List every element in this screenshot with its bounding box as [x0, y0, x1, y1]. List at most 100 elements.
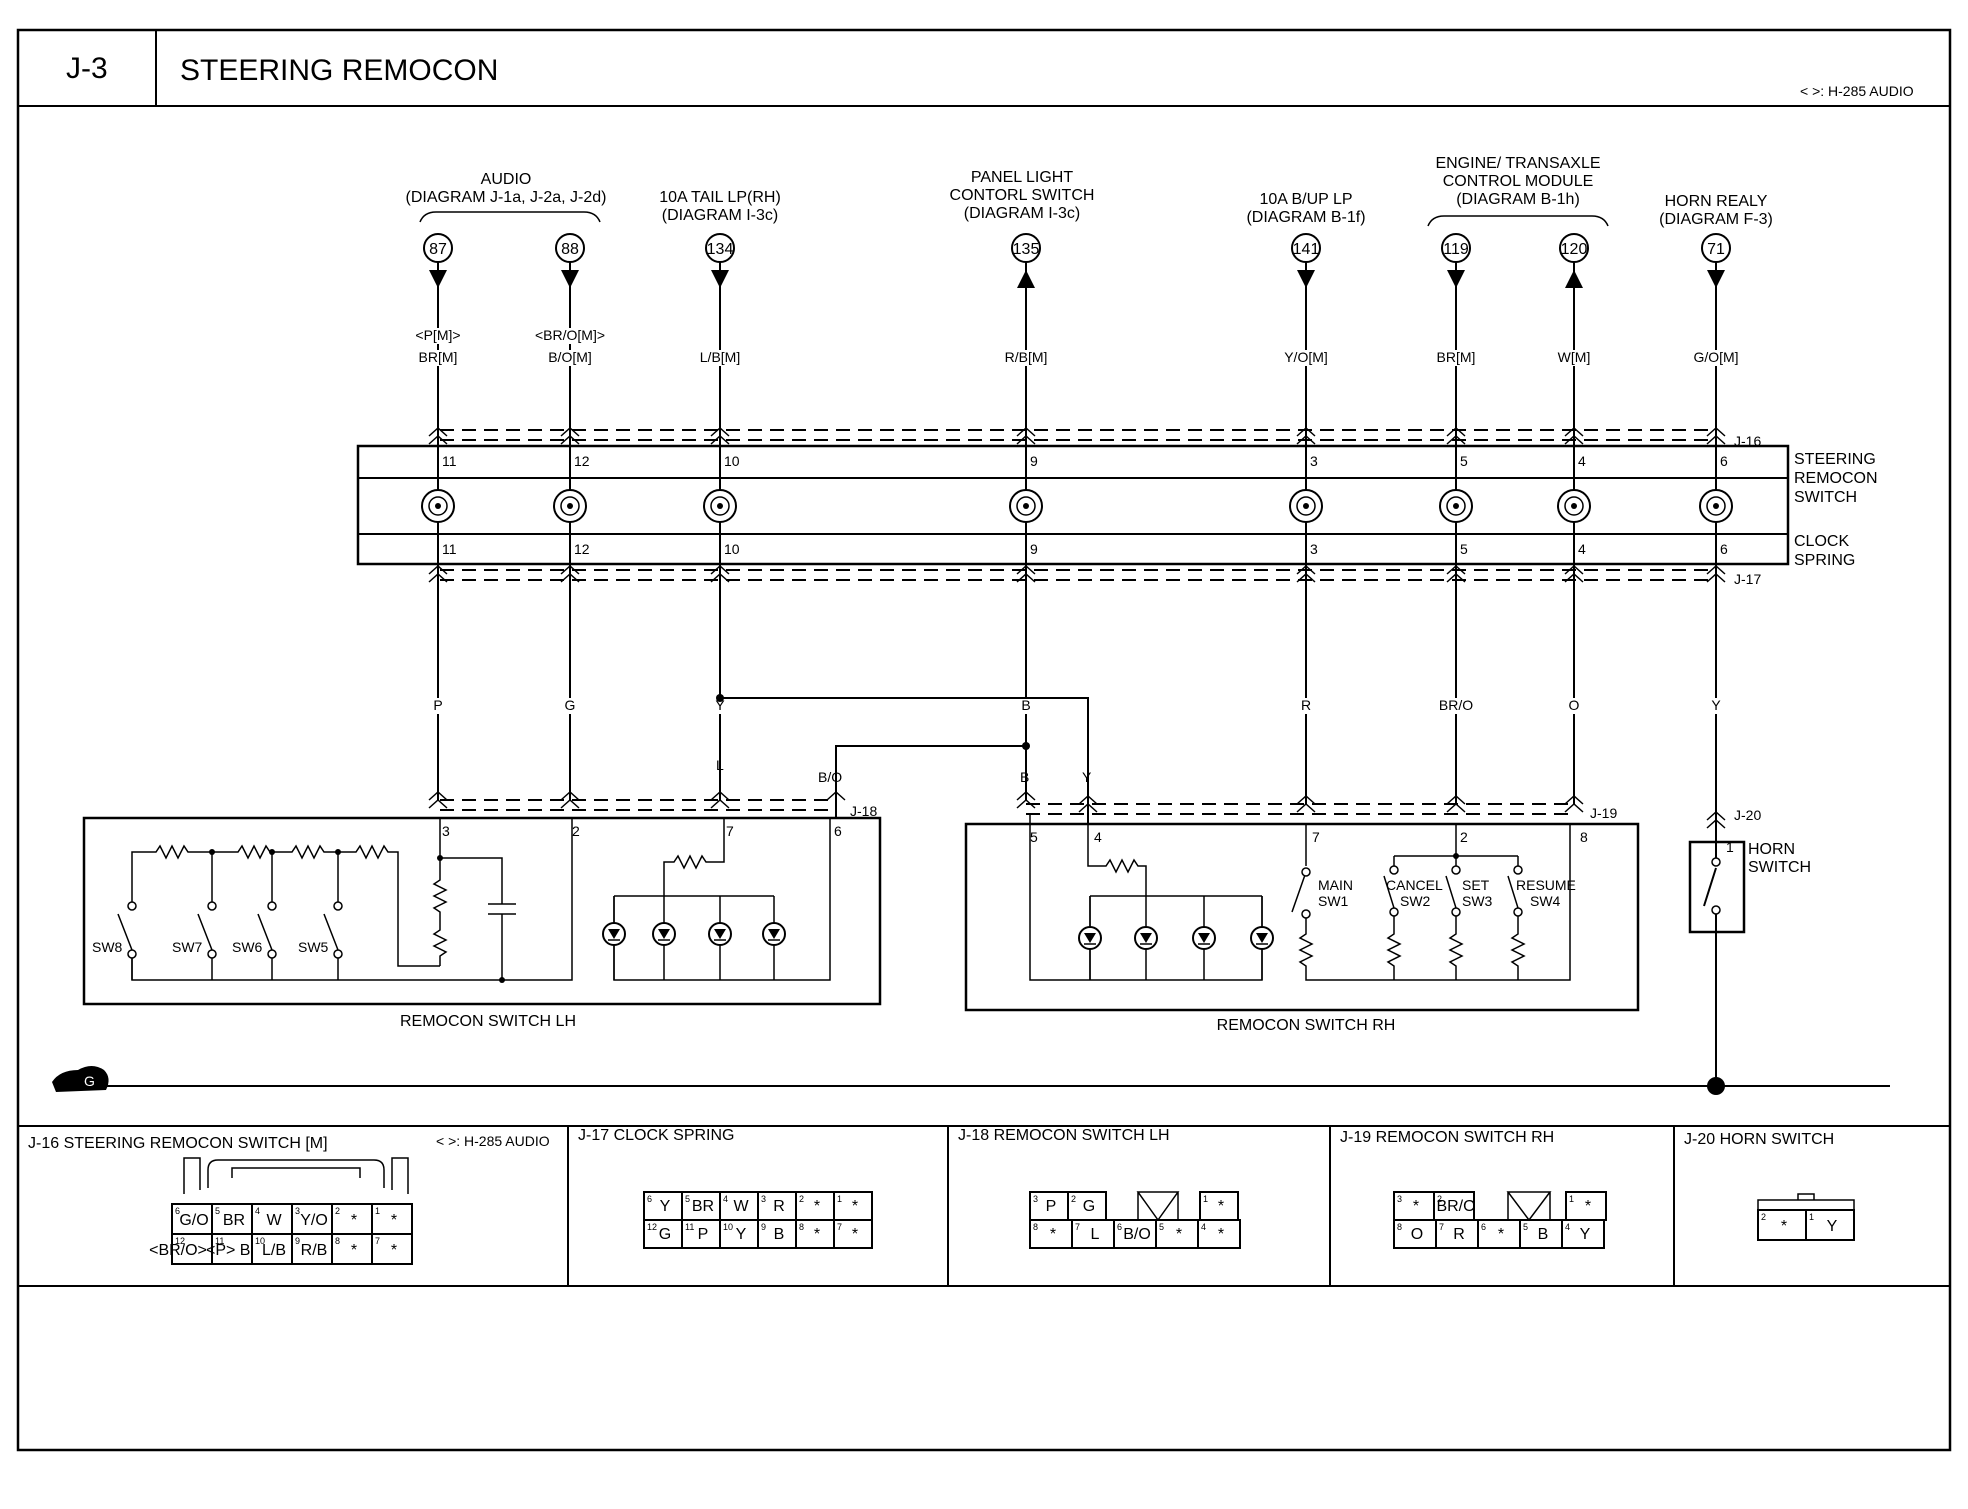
- pin-cell: [331, 1233, 373, 1265]
- label-bg: [696, 350, 744, 366]
- pin-color: BR/O: [1436, 1198, 1475, 1215]
- tail-title: 10A TAIL LP(RH): [659, 189, 781, 206]
- switch-contact: [333, 901, 343, 911]
- terminal-number: 119: [1443, 241, 1469, 258]
- y-branch-wire: [720, 697, 1089, 780]
- pin-num: 2: [799, 1194, 804, 1204]
- pin-num: 7: [837, 1222, 842, 1232]
- pin-color: *: [1781, 1218, 1787, 1235]
- rh-switch-4: [1507, 865, 1526, 980]
- connector-chevron: [1564, 564, 1584, 575]
- coil-inner: [428, 496, 448, 516]
- pin-num: 7: [375, 1236, 380, 1246]
- pin-color: G: [659, 1226, 671, 1243]
- j19-row-1a: 3*2BR/O: [1393, 1191, 1476, 1221]
- j16-housing: [183, 1157, 409, 1194]
- pin-number-upper: 10: [724, 453, 740, 469]
- pin-color: *: [1585, 1198, 1591, 1215]
- rh-multi-node: [1453, 853, 1459, 859]
- wire-label-b-low: B: [1020, 769, 1029, 785]
- wire-label-mid: P: [433, 697, 442, 713]
- diode-icon: [768, 929, 780, 939]
- connector-chevron: [560, 798, 580, 809]
- pin-cell: [681, 1191, 721, 1221]
- label-bg: [1550, 350, 1598, 366]
- switch-contact: [1389, 907, 1399, 917]
- pin-cell: [757, 1219, 797, 1249]
- audio-ref: (DIAGRAM J-1a, J-2a, J-2d): [406, 189, 607, 206]
- label-bg: [538, 328, 602, 344]
- switch-blade: [323, 913, 339, 951]
- lh-resistor-ladder: [131, 844, 440, 967]
- j19-key-icon: [1506, 1191, 1552, 1222]
- connector-chevron: [1296, 426, 1316, 437]
- pin-number-upper: 4: [1578, 453, 1586, 469]
- wire-label-mid: O: [1569, 697, 1580, 713]
- lh-bus-node: [499, 977, 505, 983]
- pin-num: 2: [335, 1206, 340, 1216]
- ground-icon: [52, 1066, 109, 1092]
- switch-blade: [1507, 875, 1519, 909]
- coil-inner: [1446, 496, 1466, 516]
- ground-label: G: [84, 1073, 95, 1089]
- pin-color: *: [391, 1212, 397, 1229]
- pin-number-lower: 3: [1310, 541, 1318, 557]
- label-bg: [548, 698, 592, 714]
- pin-color: G: [1083, 1198, 1095, 1215]
- connector-chevron: [560, 790, 580, 801]
- rh-led-4: [1250, 896, 1274, 980]
- switch-contact: [1451, 865, 1461, 875]
- pin-num: 7: [1075, 1222, 1080, 1232]
- pin-num: 4: [255, 1206, 260, 1216]
- label-bg: [1434, 698, 1478, 714]
- horn-switch-contact: [1703, 820, 1717, 1086]
- lh-pin-6: 6: [834, 823, 842, 839]
- wire-label-top: L/B[M]: [700, 349, 740, 365]
- label-bg: [546, 350, 594, 366]
- panel-title-2: CONTORL SWITCH: [950, 187, 1095, 204]
- pin-color: *: [1413, 1198, 1419, 1215]
- terminal-number: 120: [1561, 241, 1588, 258]
- lh-pin3-resistor: [432, 818, 448, 966]
- connector-chevron: [560, 564, 580, 575]
- rh-led-3: [1192, 896, 1216, 980]
- b-junction: [1022, 742, 1030, 750]
- connector-chevron: [1016, 790, 1036, 801]
- steering-switch-box: [356, 444, 1790, 566]
- lh-led-2: [652, 896, 676, 980]
- pin-num: 2: [1761, 1212, 1766, 1222]
- pin-color: R: [773, 1198, 785, 1215]
- pin-cell: [1561, 1219, 1605, 1249]
- rh-cancel-label: CANCEL: [1386, 877, 1443, 893]
- switch-contact: [1389, 865, 1399, 875]
- wire-label-top: R/B[M]: [1005, 349, 1048, 365]
- connector-chevron: [1296, 802, 1316, 813]
- diode-icon: [1198, 933, 1210, 943]
- switch-contact: [1451, 907, 1461, 917]
- pin-num: 11: [215, 1236, 224, 1246]
- lh-switch-sw8: SW8: [92, 901, 137, 980]
- ground-bus: G: [52, 1066, 1890, 1095]
- switch-blade: [197, 913, 213, 951]
- lh-pin-2: 2: [572, 823, 580, 839]
- pin-color: *: [1218, 1226, 1224, 1243]
- lh-led-1: [602, 896, 626, 980]
- pin-num: 4: [1201, 1222, 1206, 1232]
- switch-contact: [207, 901, 217, 911]
- connector-chevron: [428, 426, 448, 437]
- horn-switch-label-2: SWITCH: [1748, 859, 1811, 876]
- pin-cell: [371, 1233, 413, 1265]
- connector-chevron: [1016, 798, 1036, 809]
- pin-number-lower: 4: [1578, 541, 1586, 557]
- coil-center: [1303, 503, 1309, 509]
- label-bg: [1282, 350, 1330, 366]
- label-bg: [416, 698, 460, 714]
- rh-led-2: [1134, 896, 1158, 980]
- coil-center: [1571, 503, 1577, 509]
- rh-main-sw: SW1: [1318, 893, 1349, 909]
- rh-resume-sw: SW4: [1530, 893, 1561, 909]
